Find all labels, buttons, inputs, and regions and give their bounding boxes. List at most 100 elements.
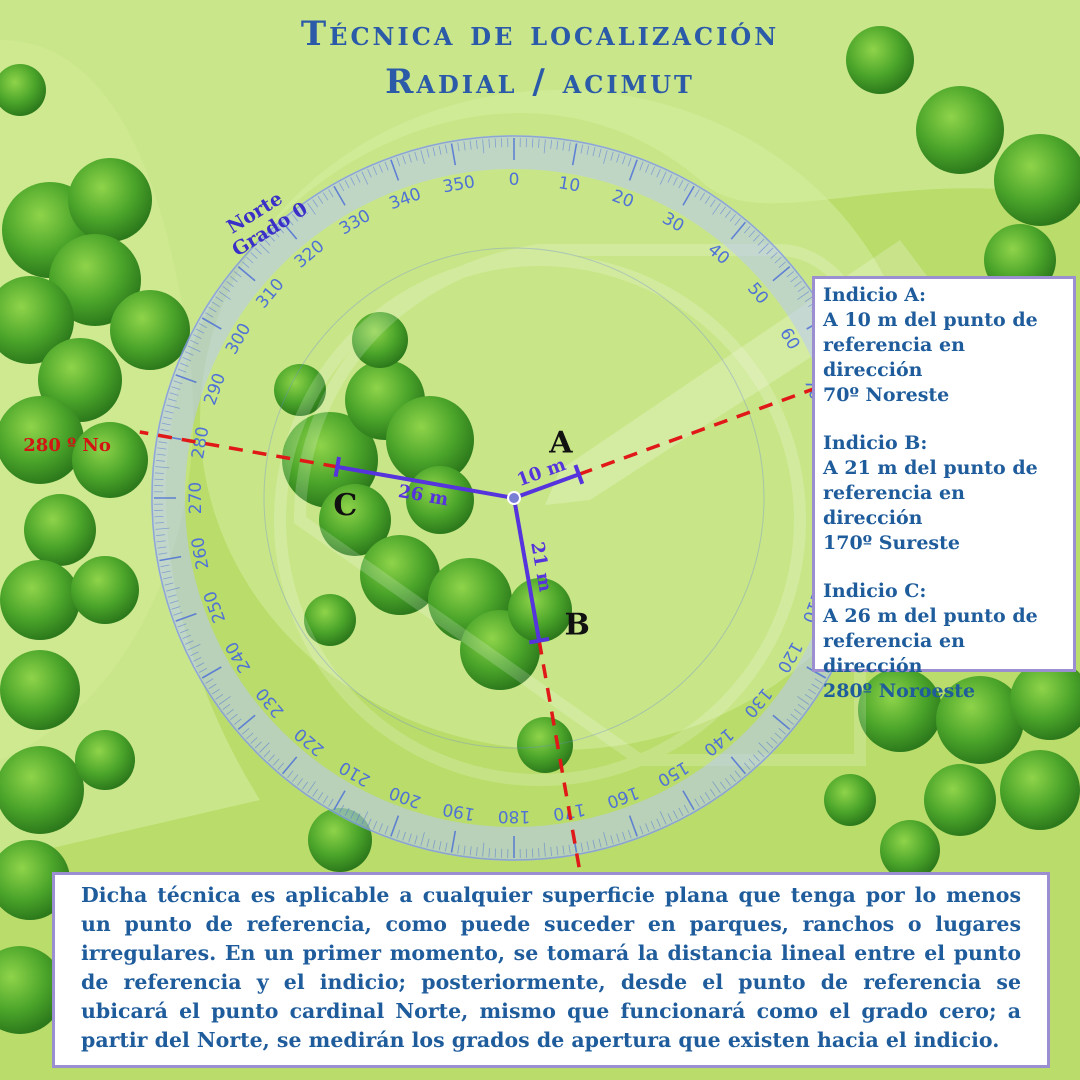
protractor-tick xyxy=(683,804,689,814)
protractor-tick xyxy=(158,552,168,555)
protractor-tick xyxy=(794,708,802,715)
protractor-tick xyxy=(457,142,460,152)
protractor-tick xyxy=(766,741,774,749)
protractor-tick xyxy=(475,847,478,857)
protractor-tick xyxy=(167,398,177,402)
protractor-tick xyxy=(222,703,231,710)
protractor-tick xyxy=(729,774,736,782)
protractor-tick xyxy=(488,138,490,148)
protractor-tick-label: 10 xyxy=(557,173,582,196)
protractor-tick xyxy=(469,846,472,856)
protractor-tick xyxy=(208,306,217,313)
page-subtitle: Radial / acimut xyxy=(385,62,695,102)
reference-point xyxy=(507,491,521,505)
protractor-tick xyxy=(344,807,350,817)
protractor-tick xyxy=(166,404,180,409)
protractor-tick xyxy=(610,835,614,845)
protractor-tick xyxy=(463,141,466,151)
protractor-tick xyxy=(774,256,782,264)
segment-B xyxy=(512,497,542,642)
protractor-tick-label: 270 xyxy=(186,482,206,514)
protractor-tick xyxy=(709,788,716,797)
protractor-tick xyxy=(322,795,329,804)
protractor-tick xyxy=(312,199,319,208)
segment-A xyxy=(513,472,580,500)
protractor-tick xyxy=(656,168,661,178)
protractor-tick xyxy=(222,286,231,293)
protractor-tick xyxy=(778,727,786,735)
protractor-tick xyxy=(302,781,309,790)
protractor-tick xyxy=(226,708,234,715)
protractor-tick xyxy=(367,168,372,178)
protractor-tick xyxy=(444,842,448,852)
protractor-tick xyxy=(719,781,726,790)
protractor-tick xyxy=(195,662,205,668)
tree-icon xyxy=(0,396,148,640)
protractor-tick xyxy=(161,570,171,574)
protractor-tick xyxy=(339,804,345,814)
protractor-tick xyxy=(797,703,806,710)
protractor-tick xyxy=(246,256,254,264)
protractor-tick xyxy=(160,428,170,432)
protractor-tick xyxy=(743,762,751,770)
protractor-tick xyxy=(786,271,795,278)
protractor-tick xyxy=(317,195,324,204)
protractor-tick xyxy=(237,265,256,282)
protractor-tick xyxy=(622,155,626,165)
protractor-tick xyxy=(797,696,810,705)
protractor-tick xyxy=(774,732,782,740)
protractor-tick xyxy=(402,155,406,165)
protractor-tick xyxy=(682,790,695,811)
protractor-tick xyxy=(155,534,165,537)
protractor-tick xyxy=(182,356,192,362)
indicio-line: A 10 m del punto de xyxy=(823,309,1038,331)
ray-B xyxy=(537,640,582,873)
tree-icon xyxy=(0,650,135,1034)
protractor-tick xyxy=(242,727,250,735)
protractor-tick xyxy=(414,151,418,161)
protractor-tick xyxy=(230,713,238,720)
protractor-tick xyxy=(678,807,684,817)
protractor-tick xyxy=(753,754,760,762)
protractor-tick xyxy=(333,185,346,206)
protractor-tick xyxy=(586,841,590,851)
protractor-tick xyxy=(211,301,220,308)
protractor-tick xyxy=(770,737,778,744)
protractor-tick xyxy=(724,210,731,218)
indicio-line: referencia en dirección xyxy=(823,334,965,381)
protractor-tick xyxy=(218,696,231,705)
protractor-tick xyxy=(667,813,673,822)
protractor-tick xyxy=(161,422,171,426)
protractor-tick xyxy=(699,192,706,201)
protractor-tick xyxy=(568,142,571,152)
protractor-tick xyxy=(215,296,224,303)
protractor-tick-label: 180 xyxy=(498,806,530,826)
protractor-tick xyxy=(378,164,383,173)
protractor-tick xyxy=(254,741,262,749)
protractor-tick xyxy=(173,380,183,385)
path-arc xyxy=(0,0,1080,860)
protractor-tick xyxy=(482,842,485,857)
segment-C xyxy=(336,464,515,500)
protractor-tick xyxy=(297,210,304,218)
protractor-tick xyxy=(307,781,316,794)
protractor-tick xyxy=(171,606,181,610)
protractor-tick xyxy=(164,410,174,414)
protractor-tick xyxy=(719,206,726,215)
protractor-tick xyxy=(184,351,194,356)
protractor-tick xyxy=(268,754,275,762)
protractor-tick xyxy=(384,161,389,171)
protractor-tick xyxy=(287,770,294,779)
indicio-line: referencia en dirección xyxy=(823,482,965,529)
protractor-tick xyxy=(444,144,448,154)
protractor-tick xyxy=(724,778,731,786)
protractor-tick xyxy=(390,815,400,837)
protractor-tick xyxy=(246,732,254,740)
tree-icon xyxy=(274,312,474,556)
protractor-tick xyxy=(211,688,220,695)
protractor-tick xyxy=(159,555,182,562)
protractor-tick xyxy=(158,441,168,444)
protractor-tick xyxy=(230,276,238,283)
protractor-tick xyxy=(586,145,590,155)
